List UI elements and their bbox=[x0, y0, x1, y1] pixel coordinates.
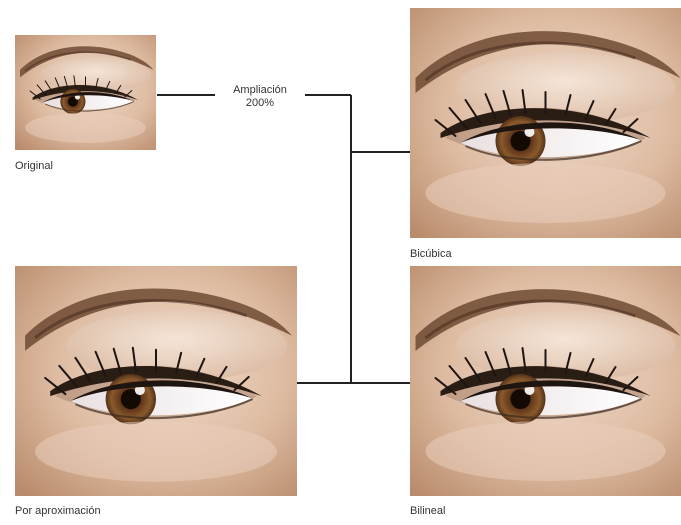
magnification-line1: Ampliación bbox=[218, 84, 302, 97]
bicubica-image bbox=[410, 8, 681, 238]
magnification-label: Ampliación 200% bbox=[218, 84, 302, 110]
aproximacion-caption: Por aproximación bbox=[15, 505, 101, 518]
magnification-line2: 200% bbox=[218, 97, 302, 110]
bilineal-image bbox=[410, 266, 681, 496]
original-image bbox=[15, 35, 156, 150]
aproximacion-image bbox=[15, 266, 297, 496]
original-caption: Original bbox=[15, 160, 53, 173]
bilineal-caption: Bilineal bbox=[410, 505, 445, 518]
bicubica-caption: Bicúbica bbox=[410, 248, 452, 261]
